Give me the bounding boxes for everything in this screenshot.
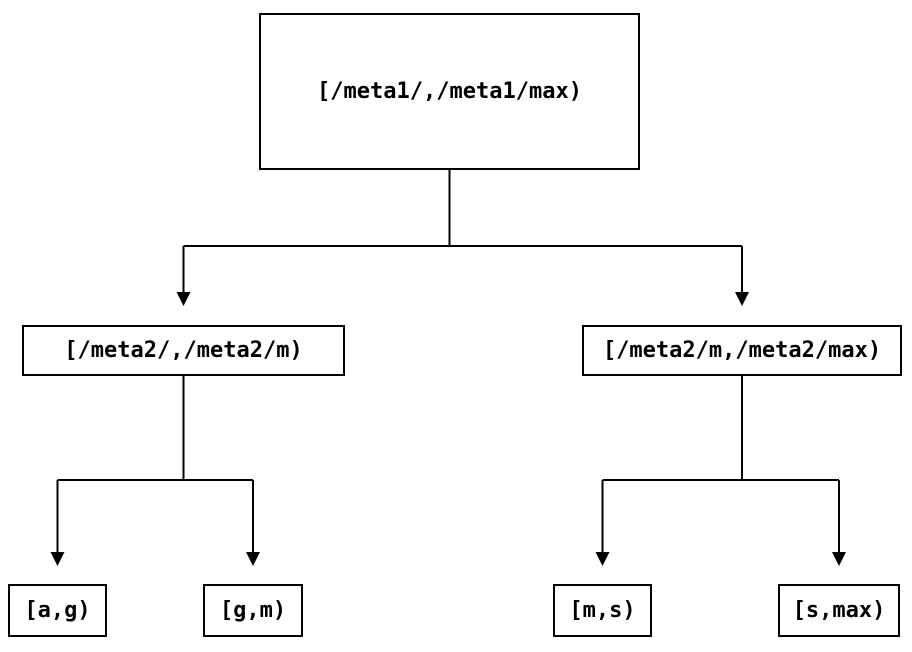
node-root-meta1-range: [/meta1/,/meta1/max): [259, 13, 640, 170]
connector-left-to-leaves: [50, 376, 260, 566]
arrowhead-icon: [832, 552, 846, 566]
arrowhead-icon: [246, 552, 260, 566]
arrowhead-icon: [595, 552, 610, 566]
node-meta2-lower-range: [/meta2/,/meta2/m): [22, 325, 345, 376]
node-meta2-upper-range: [/meta2/m,/meta2/max): [582, 325, 902, 376]
node-leaf-g-m: [g,m): [203, 584, 303, 637]
arrowhead-icon: [50, 552, 65, 566]
node-leaf-s-max: [s,max): [778, 584, 900, 637]
connector-right-to-leaves: [595, 376, 846, 566]
node-leaf-m-s: [m,s): [553, 584, 652, 637]
arrowhead-icon: [735, 292, 749, 306]
connector-root-to-level2: [176, 170, 749, 306]
node-leaf-a-g: [a,g): [8, 584, 107, 637]
arrowhead-icon: [176, 292, 191, 306]
